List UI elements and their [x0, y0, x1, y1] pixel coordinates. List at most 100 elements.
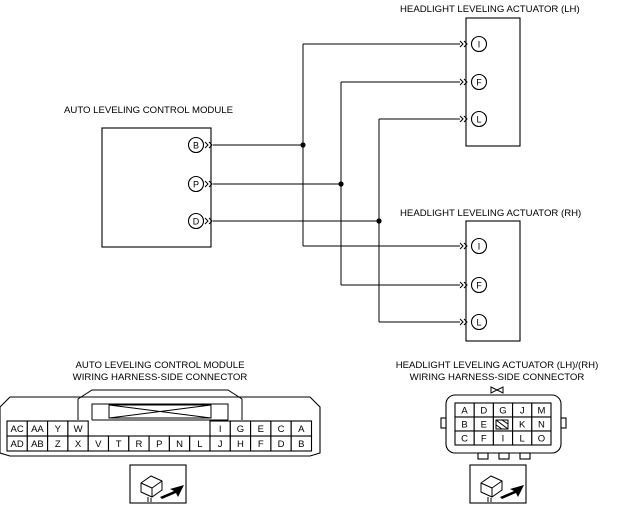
connector-pin-h: H	[229, 435, 252, 452]
connector-pin-f: F	[250, 435, 272, 452]
svg-text:E: E	[481, 419, 487, 430]
actuator-rh-title: HEADLIGHT LEVELING ACTUATOR (RH)	[400, 208, 581, 219]
connector-pin-b: B	[290, 435, 313, 452]
actuator-connector-title-2: WIRING HARNESS-SIDE CONNECTOR	[410, 372, 585, 383]
actuator-pin-g: G	[492, 402, 514, 418]
actuator-connector-title-1: HEADLIGHT LEVELING ACTUATOR (LH)/(RH)	[396, 360, 599, 371]
connector-pin-aa: AA	[26, 420, 49, 437]
svg-text:Z: Z	[55, 439, 61, 450]
connector-pin-ad: AD	[6, 435, 28, 452]
svg-text:A: A	[461, 405, 468, 416]
actuator-pin-f: F	[473, 430, 494, 446]
svg-text:F: F	[258, 439, 264, 450]
svg-text:T: T	[116, 439, 122, 450]
connector-pin-a: A	[290, 420, 313, 437]
svg-text:V: V	[95, 439, 102, 450]
svg-text:W: W	[74, 424, 83, 435]
svg-text:L: L	[197, 439, 202, 450]
svg-text:D: D	[480, 405, 487, 416]
actuator-rh-pin-l: L	[470, 313, 488, 331]
actuator-pin-a: A	[454, 402, 475, 418]
actuator-pin-i: I	[492, 430, 514, 446]
svg-text:C: C	[461, 433, 468, 444]
svg-text:B: B	[193, 140, 199, 150]
actuator-pin-b: B	[454, 416, 475, 432]
connector-pin-i: I	[209, 420, 231, 437]
svg-text:J: J	[520, 405, 525, 416]
connector-pin-ab: AB	[26, 435, 49, 452]
connector-pin-y: Y	[47, 420, 69, 437]
svg-text:G: G	[237, 424, 244, 435]
actuator-rh-pin-f: F	[470, 276, 488, 294]
connector-pin-c: C	[270, 420, 292, 437]
connector-pin-w: W	[67, 420, 89, 437]
module-connector-title-1: AUTO LEVELING CONTROL MODULE	[76, 360, 245, 371]
svg-text:D: D	[278, 439, 285, 450]
connector-pin-r: R	[128, 435, 150, 452]
actuator-pin-m: M	[531, 402, 552, 418]
svg-text:Y: Y	[55, 424, 62, 435]
actuator-connector-marks	[459, 40, 468, 326]
actuator-pin-n: N	[531, 416, 552, 432]
connector-pin-g: G	[229, 420, 252, 437]
connector-pin-n: N	[168, 435, 191, 452]
svg-text:C: C	[278, 424, 285, 435]
actuator-pin-j: J	[512, 402, 533, 418]
svg-text:L: L	[520, 433, 525, 444]
svg-text:P: P	[156, 439, 162, 450]
svg-text:F: F	[476, 77, 482, 87]
svg-text:AA: AA	[31, 424, 44, 435]
module-connector-marks	[204, 141, 213, 225]
svg-text:N: N	[538, 419, 545, 430]
svg-text:H: H	[237, 439, 244, 450]
connector-pin-ac: AC	[6, 420, 28, 437]
module-pin-d: D	[187, 212, 205, 230]
wires	[213, 43, 460, 323]
svg-text:I: I	[219, 424, 222, 435]
svg-text:G: G	[499, 405, 506, 416]
actuator-pin-o: O	[531, 430, 552, 446]
actuator-pin-e: E	[473, 416, 494, 432]
actuator-lh-pin-l: L	[470, 110, 488, 128]
svg-text:D: D	[193, 216, 200, 226]
module-pin-p: P	[187, 175, 205, 193]
svg-text:L: L	[476, 114, 481, 124]
connector-pin-j: J	[209, 435, 231, 452]
svg-text:AB: AB	[31, 439, 44, 450]
svg-text:B: B	[298, 439, 304, 450]
svg-text:I: I	[478, 39, 481, 49]
module-harness-connector: AD AB Z X V T R P N L J H F D B AC AA Y W I G E C A	[0, 389, 321, 457]
connector-pin-l: L	[189, 435, 211, 452]
module-pin-b: B	[187, 136, 205, 154]
svg-text:E: E	[258, 424, 264, 435]
svg-text:F: F	[476, 280, 482, 290]
svg-text:AD: AD	[11, 439, 24, 450]
svg-text:B: B	[461, 419, 467, 430]
connector-pin-p: P	[148, 435, 170, 452]
actuator-pin-l: L	[512, 430, 533, 446]
svg-text:A: A	[298, 424, 305, 435]
connector-pin-d: D	[270, 435, 292, 452]
module-view-direction-icon	[129, 464, 187, 504]
svg-text:R: R	[136, 439, 143, 450]
actuator-lh-title: HEADLIGHT LEVELING ACTUATOR (LH)	[400, 4, 580, 15]
svg-text:J: J	[218, 439, 223, 450]
actuator-key-symbol-icon	[495, 419, 509, 430]
actuator-pin-k: K	[512, 416, 533, 432]
svg-text:N: N	[176, 439, 183, 450]
connector-pin-v: V	[87, 435, 110, 452]
svg-text:K: K	[519, 419, 526, 430]
svg-text:L: L	[476, 317, 481, 327]
connector-pin-x: X	[67, 435, 89, 452]
actuator-pin-c: C	[454, 430, 475, 446]
svg-text:I: I	[478, 241, 481, 251]
svg-text:O: O	[538, 433, 545, 444]
svg-text:I: I	[502, 433, 505, 444]
svg-text:AC: AC	[11, 424, 24, 435]
svg-text:M: M	[537, 405, 545, 416]
connector-pin-z: Z	[47, 435, 69, 452]
actuator-view-direction-icon	[469, 464, 527, 504]
svg-text:X: X	[75, 439, 82, 450]
actuator-lh-pin-f: F	[470, 73, 488, 91]
